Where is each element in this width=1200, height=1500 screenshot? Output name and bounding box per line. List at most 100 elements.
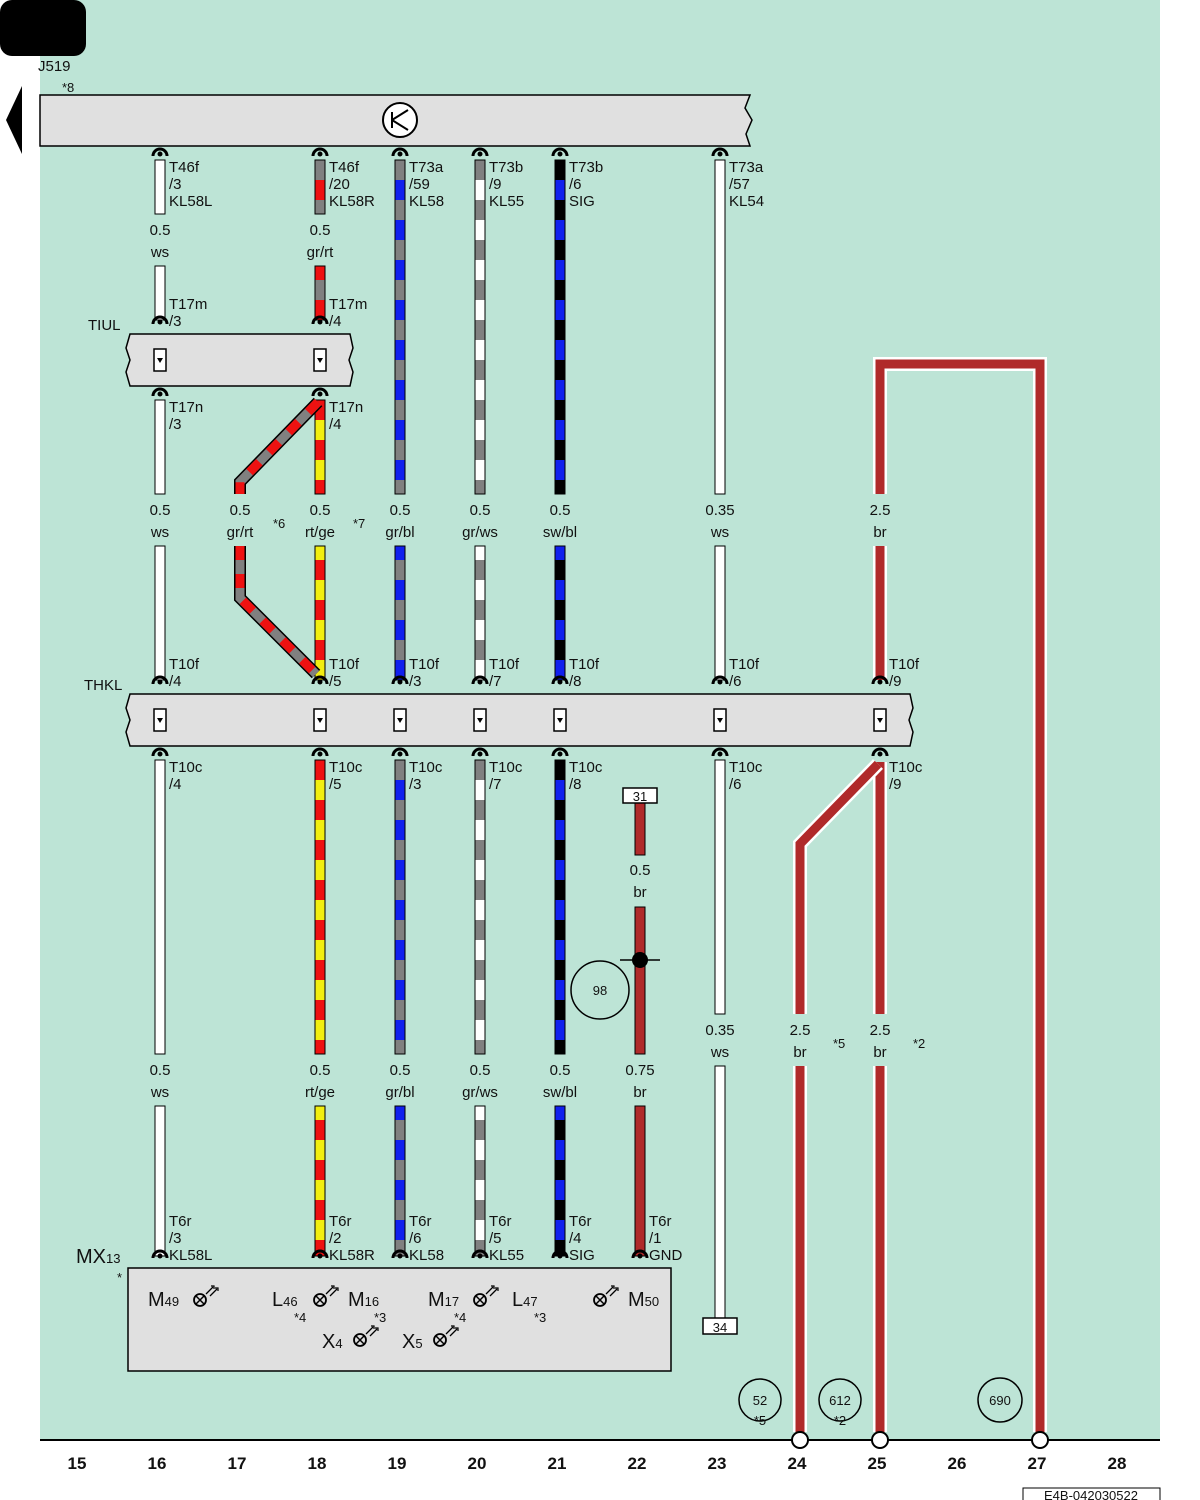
svg-text:T10c/3: T10c/3 bbox=[409, 759, 443, 793]
connector-socket-icon bbox=[471, 1249, 489, 1259]
wire-grrt-branch bbox=[234, 397, 323, 679]
connector-socket-icon bbox=[151, 1249, 169, 1259]
column-number: 16 bbox=[148, 1454, 167, 1473]
reference-circle[interactable]: 98 bbox=[570, 960, 630, 1020]
connector-pin-icon bbox=[313, 348, 327, 372]
lamp-bulb-icon bbox=[473, 1285, 499, 1307]
svg-text:T10c/9: T10c/9 bbox=[889, 759, 923, 793]
wire-col18 bbox=[314, 159, 326, 1257]
connector-socket-icon bbox=[471, 147, 489, 157]
reference-circle[interactable]: 612 *2 bbox=[818, 1378, 862, 1428]
tiul-connector-bar bbox=[125, 333, 354, 387]
svg-text:T10f/9: T10f/9 bbox=[889, 656, 920, 690]
svg-text:T10f/8: T10f/8 bbox=[569, 656, 600, 690]
terminal-34: 34 bbox=[713, 1320, 727, 1335]
svg-text:0.5gr/ws: 0.5gr/ws bbox=[462, 502, 498, 541]
svg-text:612: 612 bbox=[829, 1393, 851, 1408]
connector-socket-icon bbox=[311, 315, 329, 325]
connector-pin-icon bbox=[713, 708, 727, 732]
connector-socket-icon bbox=[151, 315, 169, 325]
svg-text:52: 52 bbox=[753, 1393, 767, 1408]
footnote-marker: *5 bbox=[833, 1036, 845, 1051]
svg-text:0.5gr/rt: 0.5gr/rt bbox=[227, 502, 255, 541]
svg-text:T17m/4: T17m/4 bbox=[329, 296, 367, 330]
column-number: 22 bbox=[628, 1454, 647, 1473]
connector-socket-icon bbox=[151, 147, 169, 157]
connector-socket-icon bbox=[391, 675, 409, 685]
connector-socket-icon bbox=[311, 147, 329, 157]
svg-text:2.5br: 2.5br bbox=[870, 1022, 891, 1061]
connector-socket-icon bbox=[151, 747, 169, 757]
svg-text:98: 98 bbox=[593, 983, 607, 998]
terminal-31-box bbox=[622, 787, 658, 804]
svg-text:2.5br: 2.5br bbox=[870, 502, 891, 541]
component-note: *8 bbox=[62, 80, 74, 95]
connector-socket-icon bbox=[551, 747, 569, 757]
connector-socket-icon bbox=[151, 387, 169, 397]
wire-col22 bbox=[620, 802, 660, 1257]
lamp-label: X4 bbox=[322, 1331, 343, 1353]
lamp-label: L46 bbox=[272, 1289, 298, 1311]
svg-text:T10f/4: T10f/4 bbox=[169, 656, 200, 690]
lamp-note: *4 bbox=[294, 1310, 306, 1325]
connector-pin-icon bbox=[473, 708, 487, 732]
connector-socket-icon bbox=[311, 675, 329, 685]
connector-pin-icon bbox=[313, 708, 327, 732]
footnote-marker: *7 bbox=[353, 516, 365, 531]
wire-col16 bbox=[154, 159, 166, 1257]
svg-text:T10c/7: T10c/7 bbox=[489, 759, 523, 793]
svg-text:0.5br: 0.5br bbox=[630, 862, 651, 901]
terminal-col25 bbox=[871, 1431, 889, 1449]
mx13-label: MX13 bbox=[76, 1246, 120, 1268]
svg-text:0.5rt/ge: 0.5rt/ge bbox=[305, 502, 335, 541]
tiul-label: TIUL bbox=[88, 317, 121, 334]
lamp-note: *4 bbox=[454, 1310, 466, 1325]
wire-br-power bbox=[793, 357, 1047, 1432]
column-number: 17 bbox=[228, 1454, 247, 1473]
connector-pin-icon bbox=[393, 708, 407, 732]
connector-socket-icon bbox=[311, 387, 329, 397]
column-number: 18 bbox=[308, 1454, 327, 1473]
back-arrow-icon[interactable] bbox=[6, 86, 22, 154]
svg-text:*2: *2 bbox=[834, 1413, 846, 1428]
thkl-connector-bar bbox=[125, 693, 914, 747]
terminal-col27 bbox=[1031, 1431, 1049, 1449]
svg-text:*5: *5 bbox=[754, 1413, 766, 1428]
svg-text:0.5ws: 0.5ws bbox=[150, 502, 171, 541]
terminal-31: 31 bbox=[633, 789, 647, 804]
lamp-label: M49 bbox=[148, 1289, 179, 1311]
lamp-bulb-icon bbox=[433, 1325, 459, 1347]
svg-text:0.5gr/ws: 0.5gr/ws bbox=[462, 1062, 498, 1101]
svg-text:T10f/5: T10f/5 bbox=[329, 656, 360, 690]
svg-text:T10f/6: T10f/6 bbox=[729, 656, 760, 690]
reference-circle[interactable]: 52 *5 bbox=[738, 1378, 782, 1428]
svg-text:T10c/4: T10c/4 bbox=[169, 759, 203, 793]
svg-text:T17n/4: T17n/4 bbox=[329, 399, 363, 433]
terminal-34-box bbox=[702, 1317, 738, 1335]
connector-socket-icon bbox=[551, 675, 569, 685]
lamp-label: M50 bbox=[628, 1289, 659, 1311]
connector-socket-icon bbox=[551, 1249, 569, 1259]
column-number: 23 bbox=[708, 1454, 727, 1473]
connector-pin-icon bbox=[873, 708, 887, 732]
svg-text:T10c/8: T10c/8 bbox=[569, 759, 603, 793]
lamp-bulb-icon bbox=[593, 1285, 619, 1307]
lamp-label: L47 bbox=[512, 1289, 538, 1311]
svg-text:0.5gr/bl: 0.5gr/bl bbox=[385, 502, 414, 541]
column-number: 15 bbox=[68, 1454, 87, 1473]
lamp-bulb-icon bbox=[353, 1325, 379, 1347]
wire-col23 bbox=[714, 159, 726, 1319]
reference-circle[interactable]: 690 bbox=[977, 1377, 1023, 1423]
svg-text:T10c/5: T10c/5 bbox=[329, 759, 363, 793]
column-number: 25 bbox=[868, 1454, 887, 1473]
